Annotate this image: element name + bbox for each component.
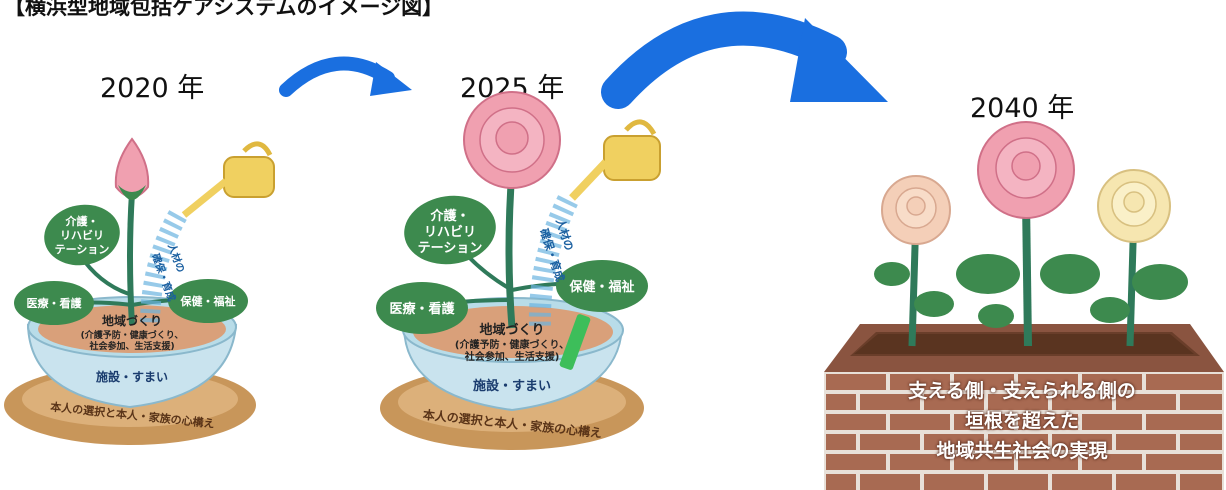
brick-wall [824, 372, 1224, 490]
label-care-1: 介護・ [429, 208, 469, 224]
stem-center [1022, 199, 1032, 347]
label-health: 保健・福祉 [568, 279, 634, 295]
leaf [956, 254, 1020, 294]
stem [505, 169, 516, 329]
page-title: 【横浜型地域包括ケアシステムのイメージ図】 [4, 0, 444, 19]
leaf [1132, 264, 1188, 300]
banner-line-3: 地域共生社会の実現 [936, 440, 1108, 462]
leaf [914, 291, 954, 317]
leaf-care [44, 204, 120, 266]
label-community-3: 社会参加、生活支援) [88, 340, 174, 352]
plant-2025: 介護・ リハビリ テーション 医療・看護 保健・福祉 人材の 確保・育成 地域づ… [376, 91, 661, 450]
watering-can [569, 119, 661, 201]
banner-line-2: 垣根を超えた [964, 410, 1079, 432]
leaf [978, 304, 1014, 328]
soil [38, 305, 226, 353]
rose-cream [1097, 169, 1171, 243]
water-stream [140, 210, 187, 326]
label-care-2: リハビリ [60, 228, 104, 242]
label-housing: 施設・すまい [96, 369, 168, 384]
rose-bloom [463, 91, 561, 189]
label-medical: 医療・看護 [27, 296, 83, 310]
year-2040: 2040 年 [970, 93, 1075, 124]
banner-line-1: 支える側・支えられる側の [908, 380, 1136, 402]
leaf-health [556, 260, 648, 312]
leaf-medical [14, 281, 94, 325]
leaf [874, 262, 910, 286]
label-community-3: 社会参加、生活支援) [464, 350, 560, 363]
arrow-2020-2025 [279, 56, 412, 97]
rose-peach [881, 175, 951, 245]
label-community-2: (介護予防・健康づくり、 [455, 338, 569, 351]
label-community: 地域づくり [102, 313, 162, 328]
leaf-medical [376, 282, 468, 334]
planter-2040 [824, 121, 1224, 490]
leaf [1040, 254, 1100, 294]
leaf-care [404, 195, 496, 265]
leaf [1090, 297, 1130, 323]
label-community: 地域づくり [479, 322, 544, 338]
water-stream [528, 195, 578, 331]
label-care-2: リハビリ [424, 224, 476, 240]
plant-2020: 介護・ リハビリ テーション 医療・看護 保健・福祉 人材の 確保・育成 地域づ… [4, 137, 275, 445]
label-care-3: テーション [418, 241, 483, 256]
watering-can [181, 141, 275, 218]
label-community-2: (介護予防・健康づくり、 [81, 329, 184, 341]
arrow-2025-2040 [601, 11, 888, 109]
year-2020: 2020 年 [100, 73, 205, 104]
label-care-1: 介護・ [65, 214, 99, 228]
label-water-1: 人材の [165, 242, 187, 275]
label-medical: 医療・看護 [389, 301, 455, 317]
label-care-3: テーション [55, 243, 110, 256]
label-housing: 施設・すまい [473, 378, 551, 394]
stem [127, 192, 135, 326]
label-health: 保健・福祉 [180, 294, 236, 308]
leaf-health [168, 279, 248, 323]
coexistence-banner: 支える側・支えられる側の 垣根を超えた 地域共生社会の実現 [826, 376, 1218, 466]
rose-pink [977, 121, 1075, 219]
plant-tag [559, 314, 591, 370]
